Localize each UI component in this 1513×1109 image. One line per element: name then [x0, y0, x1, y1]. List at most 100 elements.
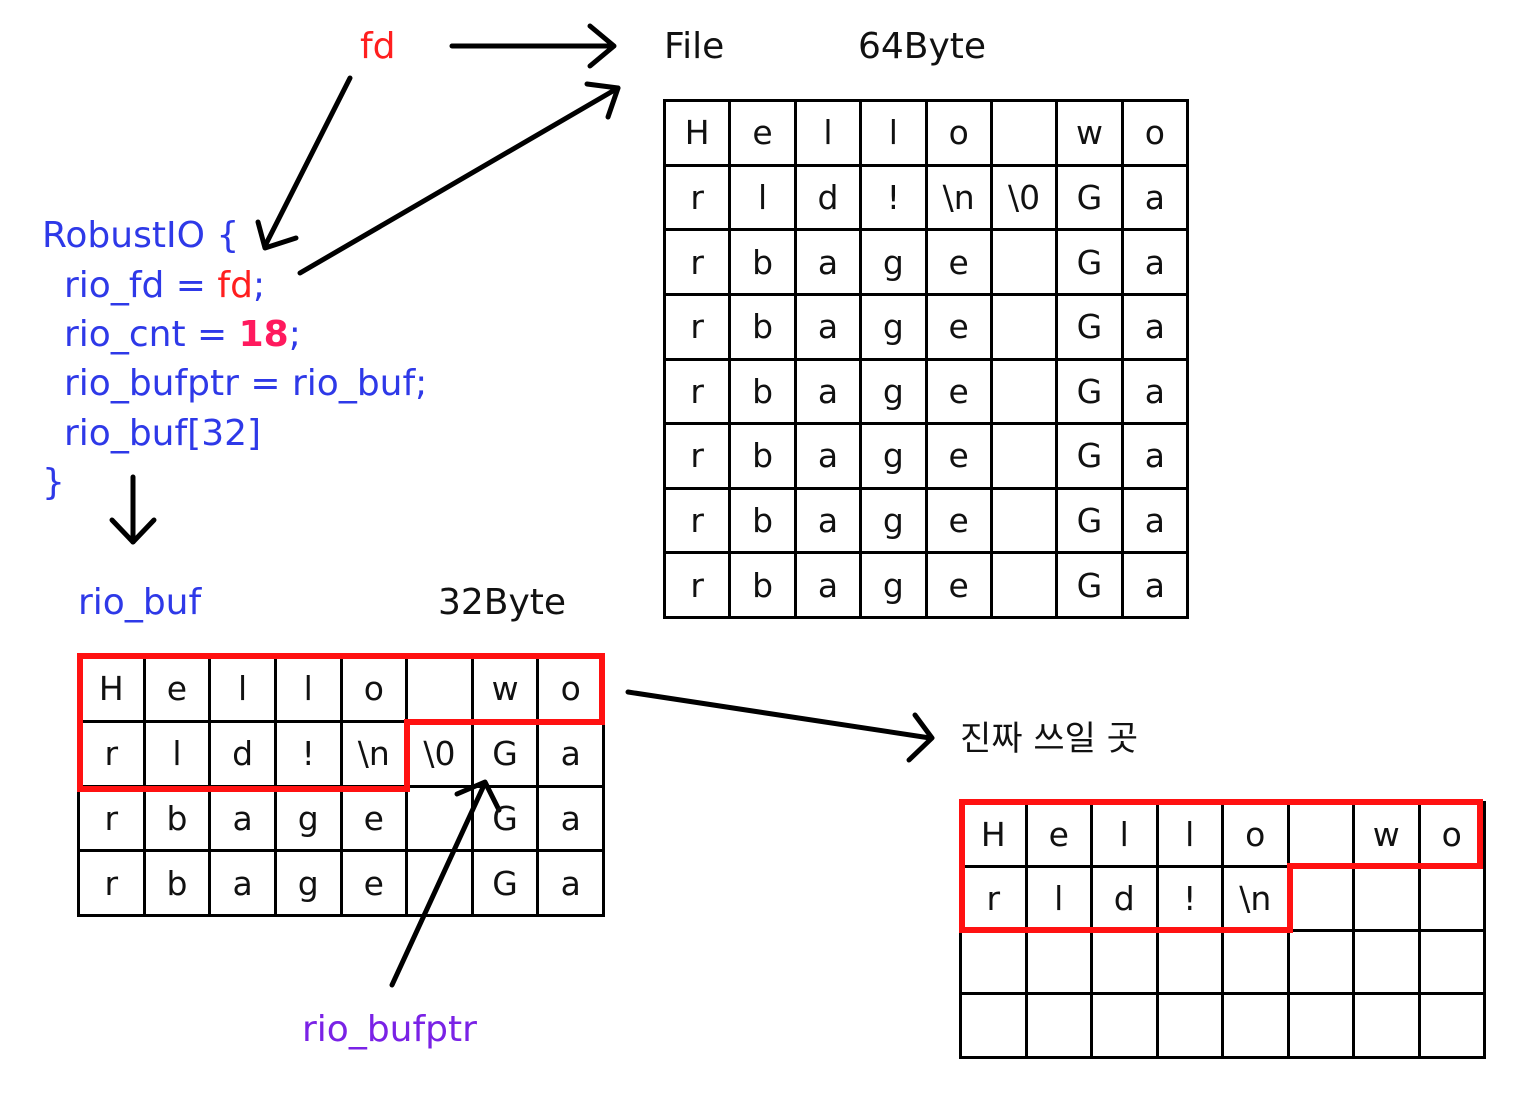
file-cell: b	[731, 231, 797, 296]
arrow-buf-to-dest	[625, 689, 935, 763]
file-cell: a	[796, 425, 863, 490]
dest-cell: r	[962, 867, 1028, 932]
dest-cell: l	[1027, 867, 1093, 932]
dest-cell	[1420, 867, 1486, 932]
rio-buf-cell: r	[80, 852, 146, 917]
file-cell: g	[862, 231, 928, 296]
dest-cell: e	[1027, 804, 1093, 868]
file-cell: e	[927, 295, 993, 361]
rio-buf-cell: \0	[408, 722, 474, 788]
file-cell	[992, 102, 1059, 167]
fd-label: fd	[360, 26, 396, 67]
file-cell: d	[796, 166, 863, 232]
dest-cell: l	[1093, 804, 1159, 868]
file-cell: g	[862, 554, 928, 619]
file-cell: b	[731, 295, 797, 361]
file-cell: r	[666, 554, 732, 619]
rio-buf-cell: a	[211, 852, 277, 917]
file-cell	[992, 425, 1059, 490]
rio-buf-cell: a	[539, 787, 605, 853]
file-cell	[992, 554, 1059, 619]
file-cell: b	[731, 425, 797, 490]
file-cell: e	[927, 554, 993, 619]
rio-fd-semi: ;	[252, 265, 266, 306]
rio-buf-cell: r	[80, 722, 146, 788]
file-label: File	[664, 26, 725, 67]
file-cell: b	[731, 489, 797, 555]
file-cell: a	[796, 554, 863, 619]
file-cell: b	[731, 360, 797, 426]
file-cell: a	[1123, 166, 1189, 232]
file-cell: w	[1058, 102, 1124, 167]
file-cell: a	[1123, 360, 1189, 426]
dest-cell	[1158, 995, 1224, 1059]
rio-buf-cell: o	[539, 658, 605, 723]
file-cell	[992, 295, 1059, 361]
file-cell: a	[796, 489, 863, 555]
file-cell: G	[1058, 425, 1124, 490]
dest-cell	[1289, 931, 1355, 996]
file-cell: e	[731, 102, 797, 167]
dest-cell	[962, 931, 1028, 996]
rio-buf-cell: r	[80, 787, 146, 853]
file-cell: l	[796, 102, 863, 167]
file-cell: l	[731, 166, 797, 232]
dest-cell	[1224, 931, 1290, 996]
rio-cnt-semi: ;	[288, 314, 301, 355]
file-cell: r	[666, 425, 732, 490]
dest-cell	[962, 995, 1028, 1059]
dest-cell	[1289, 995, 1355, 1059]
dest-cell: d	[1093, 867, 1159, 932]
rio-fd-value: fd	[217, 265, 253, 306]
dest-cell	[1224, 995, 1290, 1059]
dest-cell	[1027, 995, 1093, 1059]
dest-cell: o	[1420, 804, 1486, 868]
rio-buf-cell: a	[211, 787, 277, 853]
dest-cell	[1289, 804, 1355, 868]
file-cell: r	[666, 231, 732, 296]
rio-buf-cell: l	[276, 658, 343, 723]
file-cell: l	[862, 102, 928, 167]
file-cell: a	[796, 295, 863, 361]
rio-buf-cell: b	[145, 852, 212, 917]
file-cell: r	[666, 360, 732, 426]
file-cell: g	[862, 489, 928, 555]
file-cell: b	[731, 554, 797, 619]
file-cell	[992, 231, 1059, 296]
file-cell: r	[666, 295, 732, 361]
rio-cnt-field: rio_cnt =	[64, 314, 239, 355]
file-cell: a	[1123, 489, 1189, 555]
arrow-fd-to-struct	[255, 75, 353, 251]
rio-bufptr-label: rio_bufptr	[302, 1009, 477, 1050]
rio-buf-cell: b	[145, 787, 212, 853]
rio-buf-cell	[408, 658, 474, 723]
arrow-struct-to-file	[297, 81, 621, 276]
arrow-fd-to-file	[449, 23, 617, 69]
rio-buf-cell: a	[539, 722, 605, 788]
struct-cnt-line: rio_cnt = 18;	[64, 317, 301, 353]
file-cell: g	[862, 360, 928, 426]
rio-buf-cell: \n	[342, 722, 409, 788]
dest-cell	[1355, 931, 1421, 996]
file-cell: G	[1058, 360, 1124, 426]
rio-buf-cell: G	[473, 722, 540, 788]
struct-buf-line: rio_buf[32]	[64, 413, 262, 454]
rio-buf-cell: e	[145, 658, 212, 723]
dest-cell	[1093, 931, 1159, 996]
file-cell: a	[1123, 425, 1189, 490]
struct-bufptr-line: rio_bufptr = rio_buf;	[64, 363, 428, 404]
file-cell: a	[1123, 231, 1189, 296]
file-cell: G	[1058, 489, 1124, 555]
file-size-label: 64Byte	[858, 26, 987, 67]
dest-cell: w	[1355, 804, 1421, 868]
file-cell: a	[1123, 554, 1189, 619]
file-cell: e	[927, 360, 993, 426]
dest-cell	[1093, 995, 1159, 1059]
dest-cell	[1289, 867, 1355, 932]
dest-cell: !	[1158, 867, 1224, 932]
file-cell: r	[666, 166, 732, 232]
rio-fd-field: rio_fd =	[64, 265, 218, 306]
dest-cell	[1027, 931, 1093, 996]
